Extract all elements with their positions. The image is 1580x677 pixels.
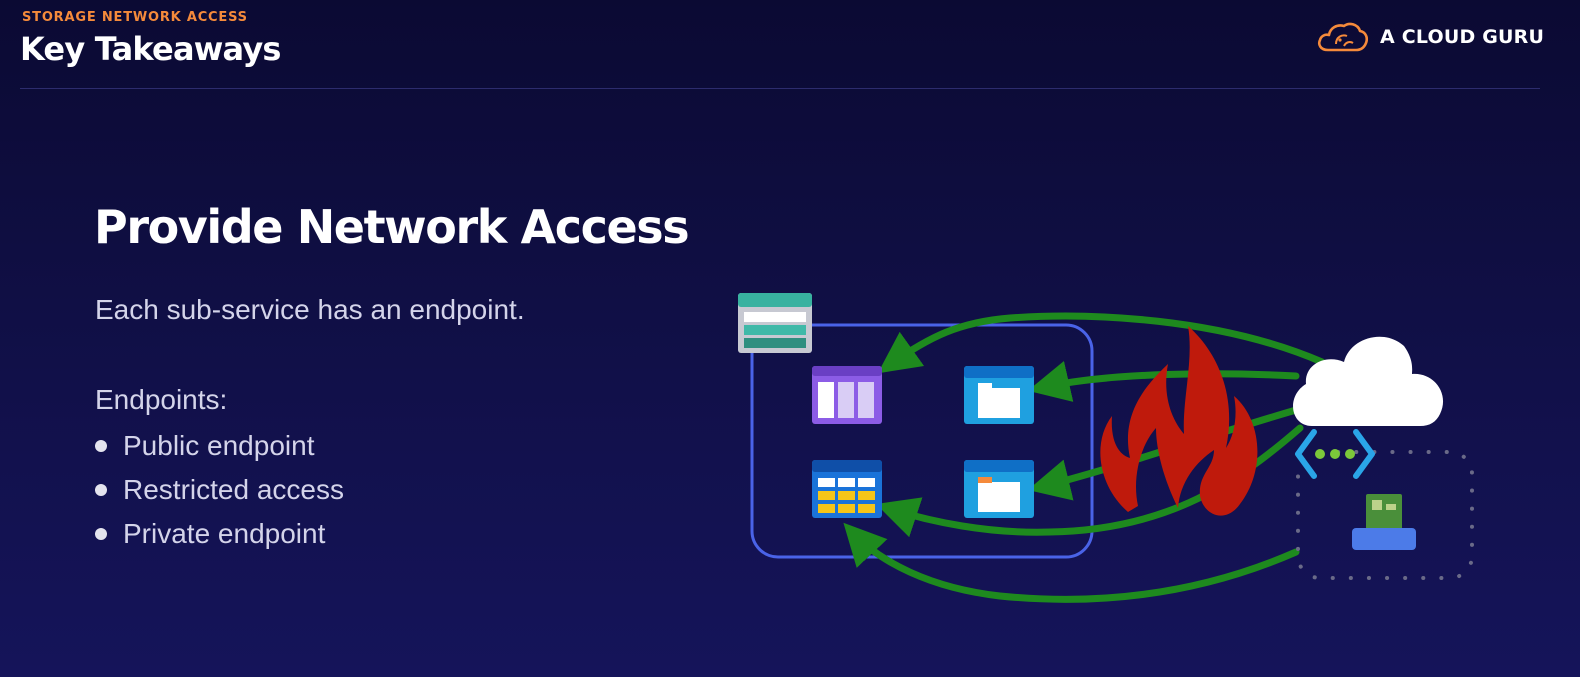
firewall-icon xyxy=(1100,326,1258,516)
list-item: Public endpoint xyxy=(95,424,344,468)
bullet-icon xyxy=(95,484,107,496)
cloud-logo-icon xyxy=(1317,22,1368,52)
restricted-access-arrow-queue xyxy=(1027,406,1300,501)
virtual-network-icon xyxy=(1295,429,1375,479)
list-item-label: Public endpoint xyxy=(123,430,315,461)
list-item-label: Private endpoint xyxy=(123,518,326,549)
list-item-label: Restricted access xyxy=(123,474,344,505)
vnet-boundary xyxy=(1296,450,1474,580)
brand-logo: A CLOUD GURU xyxy=(1316,20,1544,54)
bullet-icon xyxy=(95,528,107,540)
file-share-icon xyxy=(964,366,1034,424)
content-heading: Provide Network Access xyxy=(94,200,690,254)
endpoints-label: Endpoints: xyxy=(95,384,228,415)
queue-storage-icon xyxy=(964,460,1034,518)
bullet-icon xyxy=(95,440,107,452)
header-divider xyxy=(20,88,1540,89)
content-subtext: Each sub-service has an endpoint. xyxy=(95,294,525,325)
section-eyebrow: STORAGE NETWORK ACCESS xyxy=(22,10,248,25)
endpoint-list: Public endpoint Restricted access Privat… xyxy=(95,424,344,556)
cloud-icon xyxy=(1293,336,1444,426)
storage-account-icon xyxy=(738,293,812,353)
blob-storage-icon xyxy=(812,366,882,424)
storage-account-boundary xyxy=(750,323,1094,559)
slide-title: Key Takeaways xyxy=(20,30,281,68)
public-access-arrow-files xyxy=(1027,360,1300,402)
table-storage-icon xyxy=(812,460,882,518)
brand-name: A CLOUD GURU xyxy=(1380,26,1545,48)
slide-header: STORAGE NETWORK ACCESS Key Takeaways A C… xyxy=(0,0,1580,90)
private-endpoint-arrow xyxy=(843,522,1300,603)
virtual-machine-icon xyxy=(1352,494,1416,550)
list-item: Restricted access xyxy=(95,468,344,512)
list-item: Private endpoint xyxy=(95,512,344,556)
public-access-arrow-blob xyxy=(877,312,1326,374)
